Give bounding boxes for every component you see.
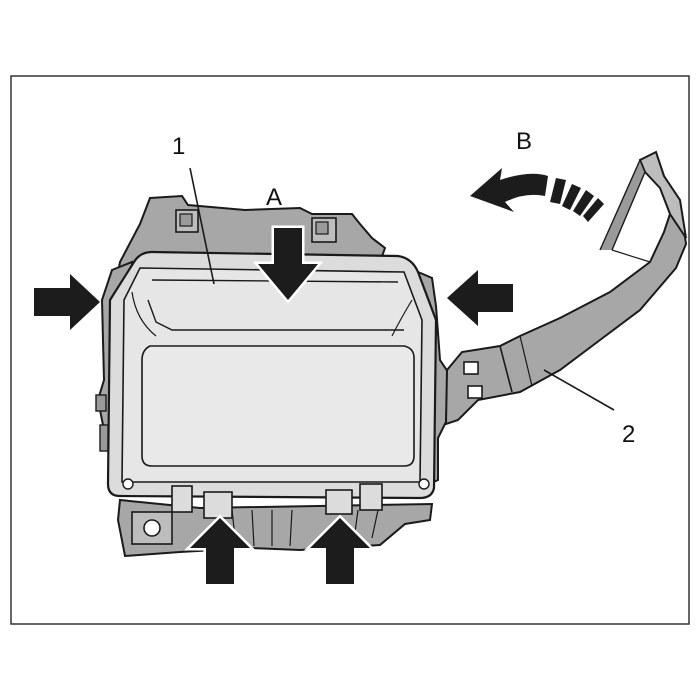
control-module [106, 250, 438, 500]
arrow-b-rotate [470, 168, 604, 222]
arrow-a-down [252, 225, 324, 304]
bottom-left-press-arrow [183, 514, 257, 587]
label-arrow-a: A [266, 184, 282, 211]
label-part-1: 1 [172, 133, 185, 160]
leader-line-1 [189, 167, 215, 285]
right-press-arrow [447, 270, 513, 326]
bracket-arm [444, 150, 688, 426]
label-arrow-b: B [516, 128, 532, 155]
bottom-right-press-arrow [303, 514, 377, 587]
leader-line-2 [543, 369, 615, 411]
label-part-2: 2 [622, 421, 635, 448]
bottom-clips [171, 483, 383, 519]
left-press-arrow [34, 274, 100, 330]
